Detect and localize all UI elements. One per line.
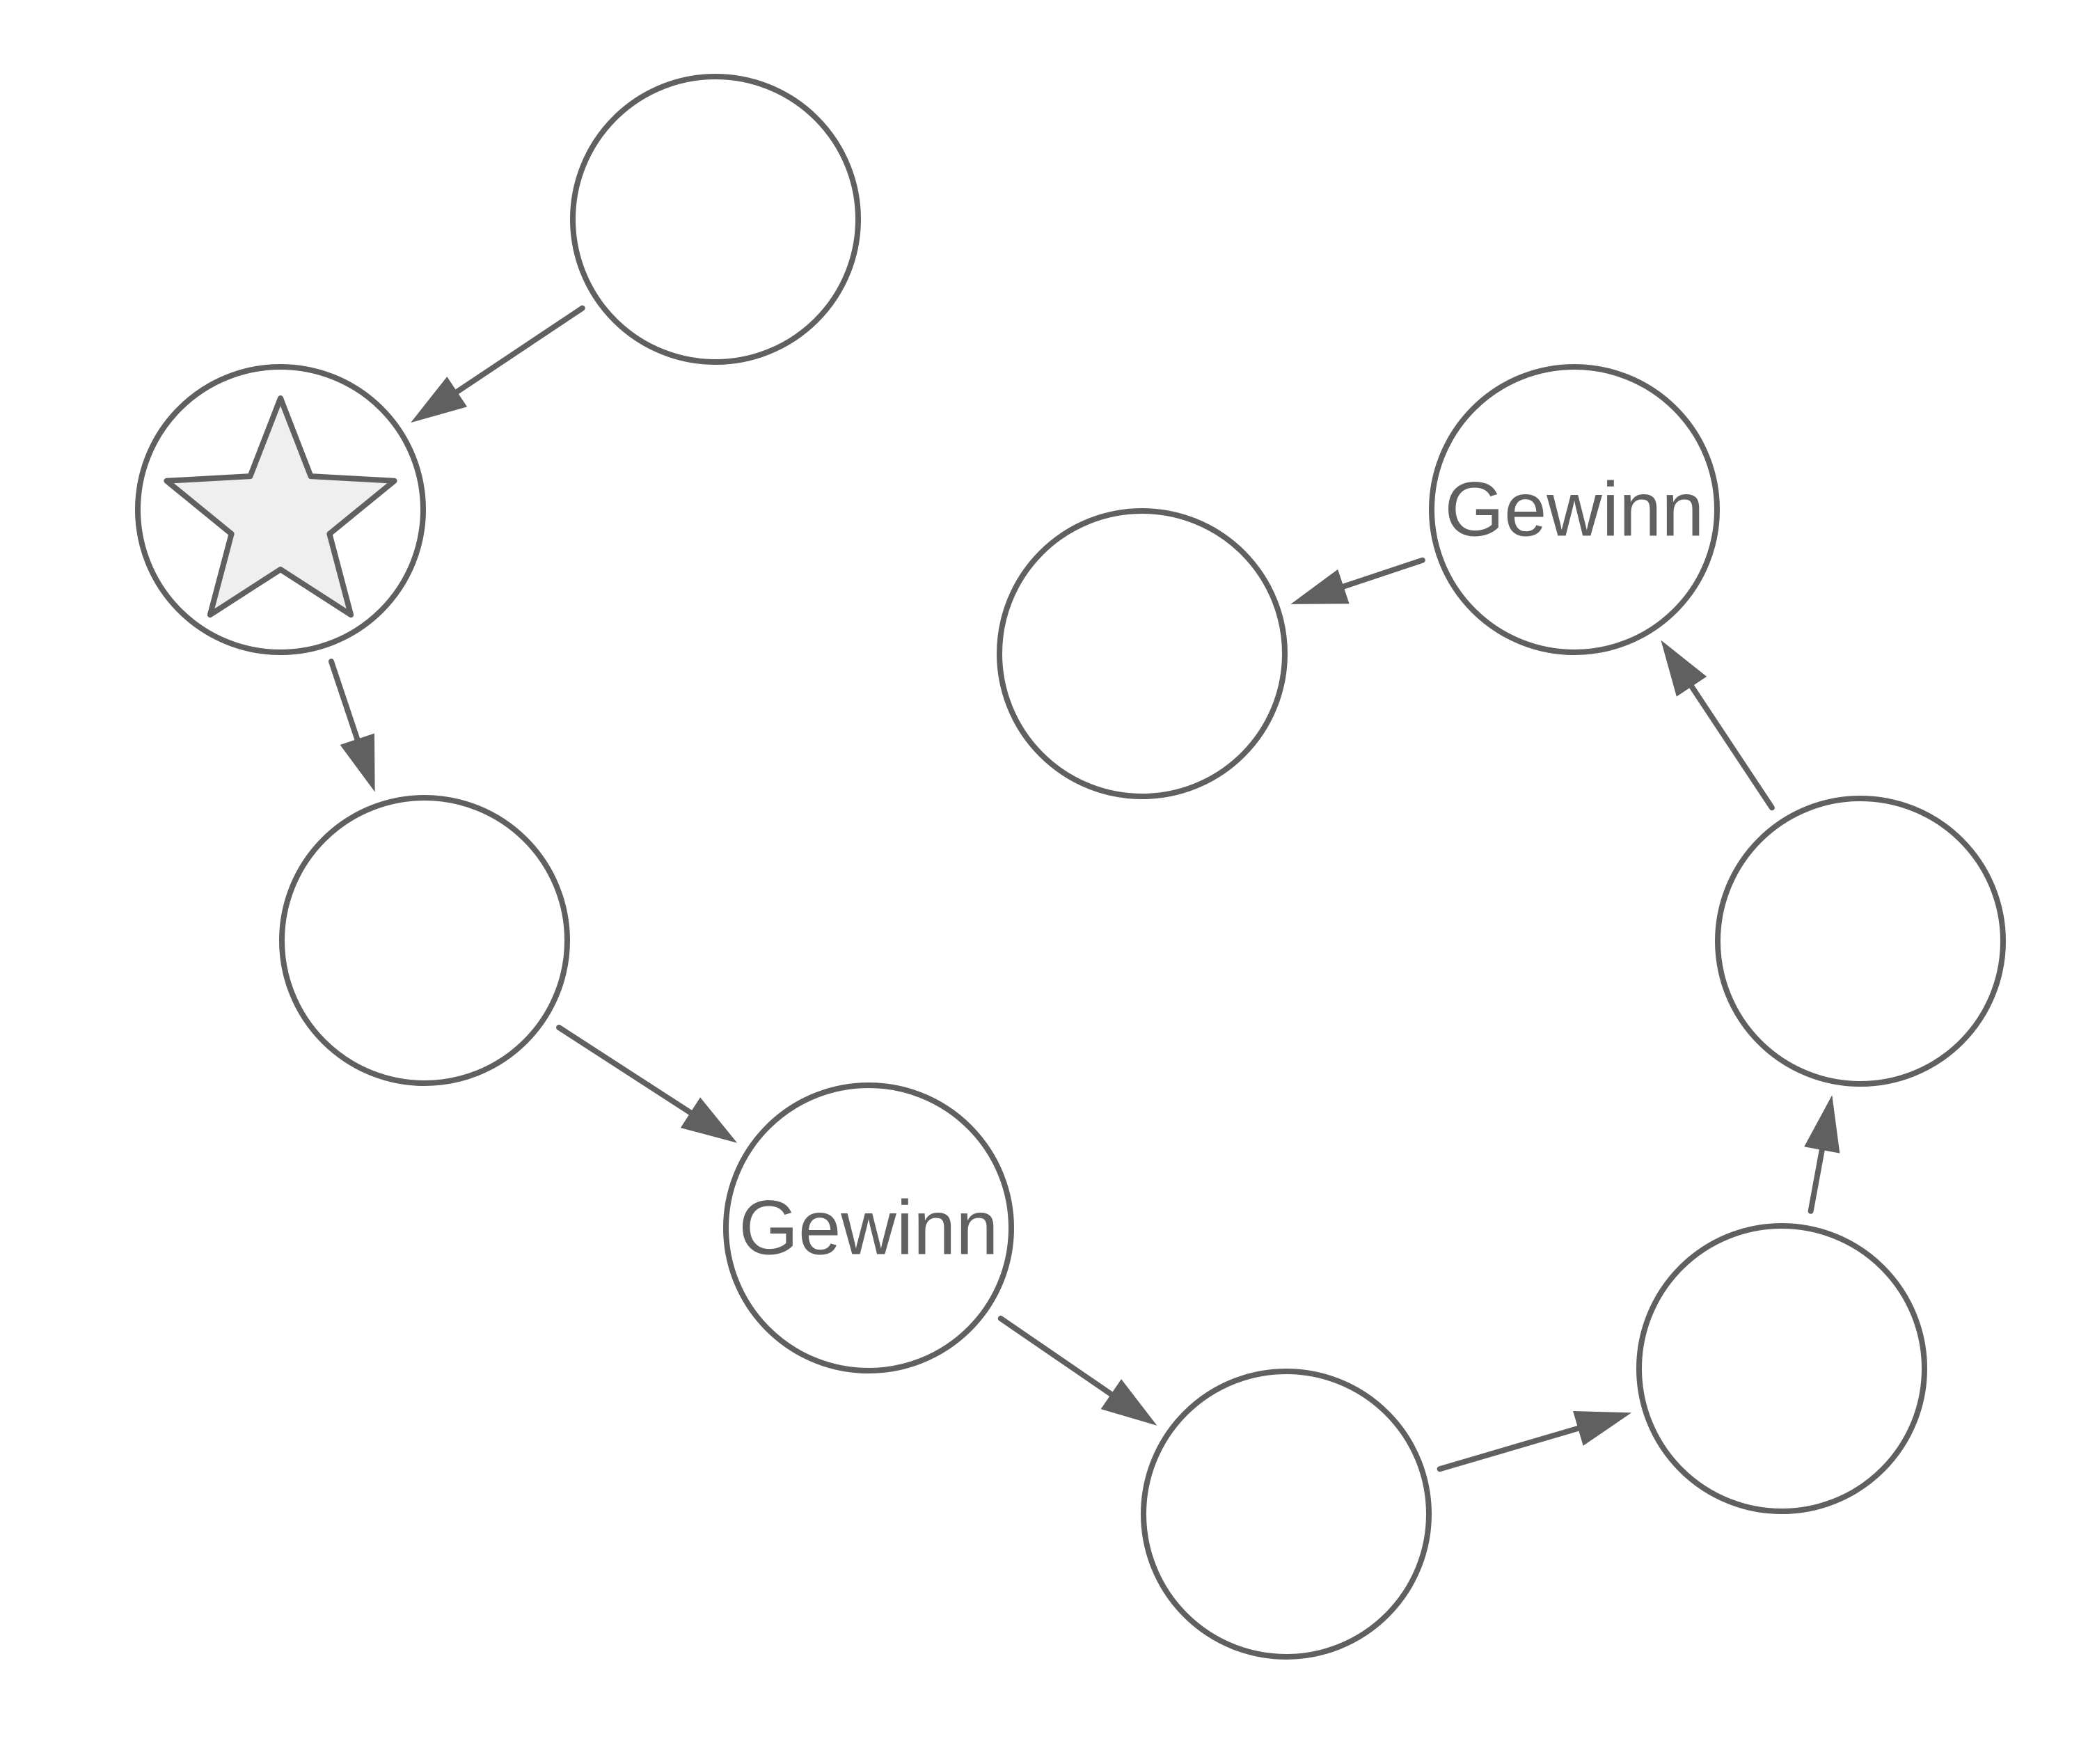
node-n7 — [1715, 796, 2006, 1087]
node-n8: Gewinn — [1429, 364, 1720, 655]
edges-layer — [328, 305, 1840, 1472]
edge-line — [556, 1024, 697, 1118]
edge-n6-to-n7 — [1804, 1095, 1840, 1214]
edge-n4-to-n5 — [997, 1315, 1157, 1426]
edge-line — [1437, 1424, 1585, 1472]
node-circle — [1636, 1223, 1927, 1514]
edge-line — [328, 659, 362, 746]
node-circle — [570, 74, 861, 365]
node-circle — [997, 508, 1288, 799]
arrow-head-icon — [1573, 1410, 1632, 1446]
edge-n7-to-n8 — [1661, 640, 1775, 811]
arrow-head-icon — [411, 377, 468, 423]
edge-n2-to-n3 — [328, 659, 375, 792]
node-circle — [1715, 796, 2006, 1087]
edge-line — [997, 1315, 1118, 1400]
node-n6 — [1636, 1223, 1927, 1514]
arrow-head-icon — [680, 1097, 738, 1143]
arrow-head-icon — [1290, 569, 1350, 604]
node-circle — [279, 795, 570, 1086]
edge-n5-to-n6 — [1437, 1410, 1632, 1472]
node-circle — [723, 1082, 1014, 1373]
arrow-head-icon — [1804, 1095, 1840, 1153]
node-n3 — [279, 795, 570, 1086]
node-circle — [1141, 1369, 1432, 1660]
edge-line — [450, 305, 585, 397]
edge-line — [1336, 557, 1425, 591]
node-circle — [1429, 364, 1720, 655]
edge-line — [1808, 1143, 1826, 1214]
edge-n1-to-n2 — [411, 305, 585, 423]
node-label: Gewinn — [739, 1186, 999, 1271]
edge-line — [1686, 680, 1775, 811]
edge-n8-to-n9 — [1290, 557, 1425, 604]
arrow-head-icon — [1100, 1379, 1157, 1426]
node-n2 — [135, 364, 426, 655]
star-icon — [164, 395, 397, 618]
arrow-head-icon — [340, 733, 375, 792]
arrow-head-icon — [1661, 640, 1707, 697]
node-n5 — [1141, 1369, 1432, 1660]
node-n4: Gewinn — [723, 1082, 1014, 1373]
edge-n3-to-n4 — [556, 1024, 738, 1143]
node-n1 — [570, 74, 861, 365]
node-label: Gewinn — [1445, 467, 1705, 553]
node-n9 — [997, 508, 1288, 799]
